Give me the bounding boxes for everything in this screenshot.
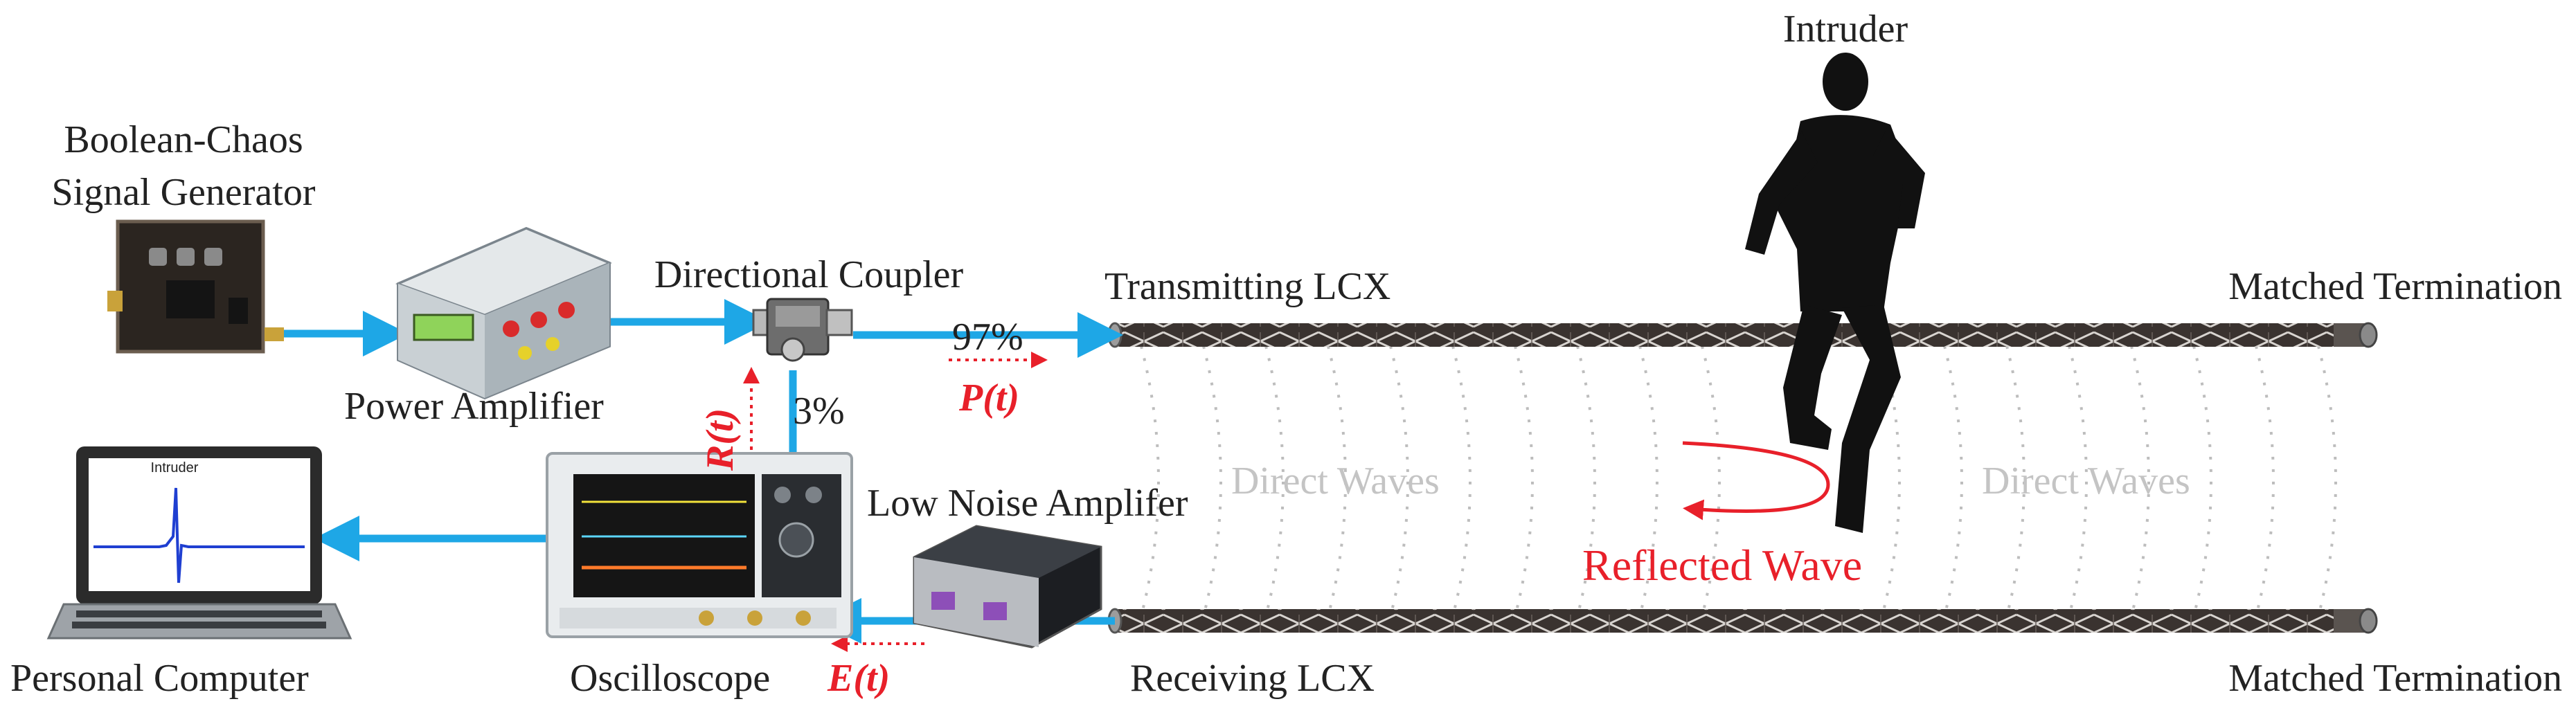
signal-direction-markers [743, 352, 1048, 652]
power-amplifier-label: Power Amplifier [344, 385, 604, 428]
matched-termination-bottom-label: Matched Termination [2228, 657, 2562, 700]
reflected-wave-arrow [1682, 441, 1830, 521]
power-amplifier-device [395, 226, 612, 400]
direct-waves-right-label: Direct Waves [1982, 460, 2190, 503]
e-signal-label: E(t) [827, 657, 890, 700]
receiving-lcx-label: Receiving LCX [1130, 657, 1375, 700]
oscilloscope-device [546, 452, 853, 638]
receiving-lcx-cable [1107, 608, 2378, 634]
directional-coupler-device [752, 298, 853, 362]
oscilloscope-label: Oscilloscope [570, 657, 770, 700]
personal-computer-label: Personal Computer [10, 657, 309, 700]
low-noise-amplifier-device [913, 525, 1102, 649]
intruder-label: Intruder [1783, 8, 1908, 51]
signal-generator-label-line2: Signal Generator [52, 171, 316, 214]
transmitting-lcx-label: Transmitting LCX [1104, 265, 1390, 308]
reflected-wave-label: Reflected Wave [1582, 541, 1862, 590]
signal-generator-device [107, 219, 284, 354]
transmitting-lcx-cable [1107, 322, 2378, 348]
personal-computer-device [46, 446, 352, 640]
r-signal-label: R(t) [699, 408, 742, 471]
intruder-silhouette [1745, 53, 1925, 533]
low-noise-amplifier-label: Low Noise Amplifer [867, 482, 1188, 525]
matched-termination-top-label: Matched Termination [2228, 265, 2562, 308]
coupling-3-label: 3% [793, 390, 845, 433]
laptop-screen-intruder-label: Intruder [151, 460, 199, 476]
directional-coupler-label: Directional Coupler [654, 253, 964, 296]
coupling-97-label: 97% [952, 316, 1023, 359]
p-signal-label: P(t) [958, 377, 1019, 419]
signal-generator-label-line1: Boolean-Chaos [64, 118, 303, 161]
direct-waves-left-label: Direct Waves [1231, 460, 1440, 503]
